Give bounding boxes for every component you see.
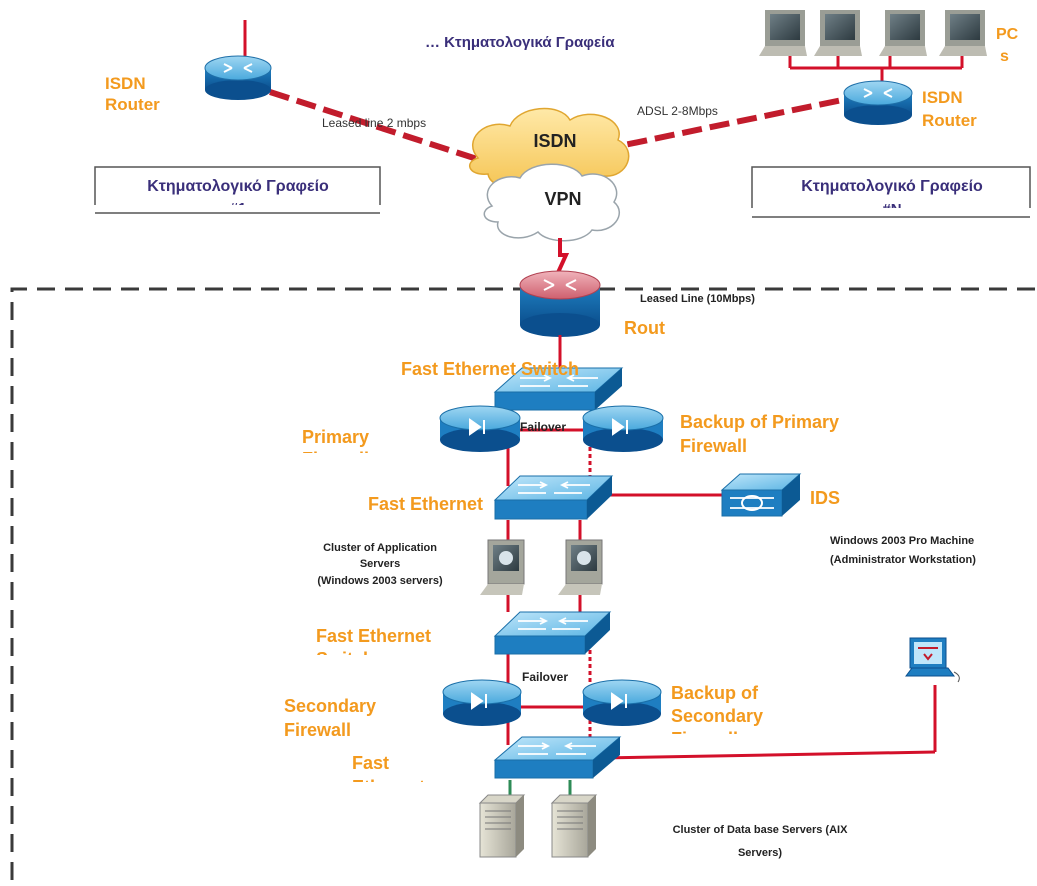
isdn-router-left-label-1: ISDN — [105, 74, 146, 93]
app-cluster-label-2: Servers — [360, 558, 400, 570]
isdn-router-right-label-2: Router — [922, 111, 977, 130]
router-label-1: Rout — [624, 318, 665, 338]
secondary-firewall-label-2: Firewall — [284, 720, 351, 740]
primary-firewall-label-1: Primary — [302, 427, 369, 447]
wan-link-right — [599, 97, 843, 153]
db-cluster-label-2: Servers) — [738, 847, 782, 859]
firewall-icon — [582, 405, 664, 452]
office-name-right: Κτηματολογικό Γραφείο — [801, 178, 983, 195]
isdn-router-right-label-1: ISDN — [922, 88, 963, 107]
secondary-firewall-label-1: Secondary — [284, 696, 376, 716]
server-icon — [478, 794, 526, 858]
app-cluster-label-3: (Windows 2003 servers) — [317, 575, 443, 587]
switch-icon — [493, 736, 622, 779]
pc-icon — [480, 539, 525, 595]
switch-1-label: Fast Ethernet Switch — [401, 359, 579, 379]
firewall-icon — [582, 679, 662, 726]
pc-icon — [759, 10, 807, 56]
server-icon — [550, 794, 598, 858]
pc-icon — [814, 10, 862, 56]
leased-line-2-label: Leased line 2 mbps — [322, 116, 426, 130]
app-cluster-label-1: Cluster of Application — [323, 542, 437, 554]
router-icon — [843, 80, 913, 125]
admin-ws-label-1: Windows 2003 Pro Machine — [830, 535, 974, 547]
backup-primary-firewall-label-2: Firewall — [680, 436, 747, 456]
backup-secondary-firewall-label-1: Backup of — [671, 683, 759, 703]
switch-icon — [493, 611, 612, 655]
workstation-icon — [905, 637, 960, 683]
office-box-left — [94, 166, 381, 213]
failover-2-label: Failover — [522, 670, 568, 684]
pc-icon — [558, 539, 603, 595]
pc-icon — [879, 10, 927, 56]
office-box-right — [751, 166, 1031, 217]
backup-primary-firewall-label-1: Backup of Primary — [680, 412, 839, 432]
ids-icon — [720, 473, 802, 517]
isdn-router-left-label-2: Router — [105, 95, 160, 114]
db-cluster-label-1: Cluster of Data base Servers (AIX — [673, 824, 849, 836]
pcs-label-1: PC — [996, 26, 1019, 43]
router-icon — [204, 55, 272, 100]
pc-icon — [939, 10, 987, 56]
vpn-cloud-label: VPN — [544, 189, 581, 209]
datacenter-boundary — [10, 287, 1037, 880]
adsl-label: ADSL 2-8Mbps — [637, 104, 718, 118]
switch-icon — [493, 475, 614, 520]
admin-ws-label-2: (Administrator Workstation) — [830, 554, 976, 566]
office-name-left: Κτηματολογικό Γραφείο — [147, 178, 329, 195]
wan-uplink — [554, 238, 570, 278]
pc-group — [759, 10, 987, 85]
switch-2-label: Fast Ethernet — [368, 494, 483, 514]
switch-4-label-1: Fast — [352, 753, 389, 773]
firewall-icon — [442, 679, 522, 726]
ids-label: IDS — [810, 488, 840, 508]
switch-3-label-1: Fast Ethernet — [316, 626, 431, 646]
router-icon — [519, 270, 601, 337]
wan-link-left — [269, 89, 481, 163]
isdn-cloud-label: ISDN — [533, 131, 576, 151]
switch-icon — [493, 367, 624, 411]
backup-secondary-firewall-label-2: Secondary — [671, 706, 763, 726]
firewall-icon — [439, 405, 521, 452]
diagram-title: … Κτηματολογικά Γραφεία — [425, 34, 615, 51]
cloud-icon — [483, 163, 620, 242]
failover-1-label: Failover — [520, 420, 566, 434]
leased-line-10-label: Leased Line (10Mbps) — [640, 293, 755, 305]
pcs-label-2: s — [1000, 48, 1009, 65]
